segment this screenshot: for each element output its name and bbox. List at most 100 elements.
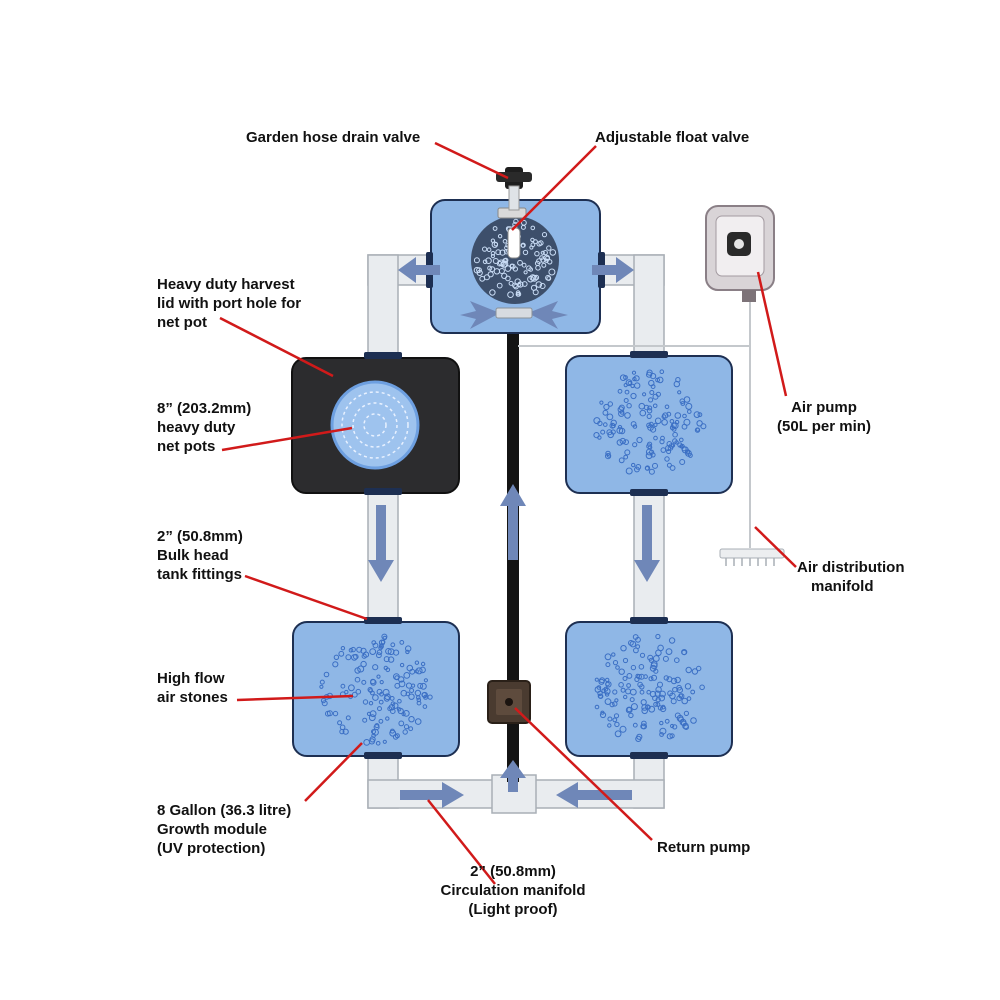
leader-net-pots bbox=[221, 426, 353, 452]
air-bubble bbox=[383, 656, 390, 663]
air-bubble bbox=[638, 664, 645, 670]
air-bubble bbox=[523, 270, 528, 275]
air-bubble bbox=[650, 384, 656, 390]
air-bubble bbox=[635, 735, 642, 743]
air-bubble bbox=[642, 392, 647, 397]
air-bubble bbox=[397, 698, 402, 704]
arrow-reservoir-right bbox=[528, 301, 568, 329]
air-bubble bbox=[353, 653, 359, 660]
air-bubble bbox=[664, 718, 670, 724]
air-line bbox=[518, 290, 751, 548]
air-bubble bbox=[697, 412, 703, 418]
air-bubble bbox=[605, 662, 611, 668]
air-bubble bbox=[473, 257, 480, 264]
air-bubble bbox=[600, 429, 606, 435]
air-bubble bbox=[652, 462, 658, 469]
air-bubble bbox=[416, 697, 422, 703]
label-circulation-line-3: (Light proof) bbox=[468, 901, 558, 918]
leader-air-pump bbox=[756, 271, 788, 397]
air-bubble bbox=[665, 648, 673, 655]
label-air-pump: Air pump (50L per min) bbox=[769, 398, 879, 436]
air-bubble bbox=[379, 680, 384, 685]
air-bubble bbox=[533, 274, 540, 281]
air-bubble bbox=[690, 689, 696, 695]
air-bubble bbox=[686, 696, 692, 701]
air-bubble bbox=[369, 710, 377, 718]
air-bubble bbox=[696, 420, 703, 427]
leader-air-manifold bbox=[754, 526, 797, 568]
air-bubble bbox=[594, 704, 600, 710]
air-bubble bbox=[622, 657, 629, 664]
air-bubble bbox=[375, 741, 381, 746]
air-bubble bbox=[368, 714, 376, 722]
air-bubble bbox=[520, 242, 526, 248]
air-bubble bbox=[504, 265, 512, 272]
air-bubble bbox=[612, 689, 618, 695]
pipe-top-left-vertical bbox=[367, 254, 399, 366]
air-bubble bbox=[419, 666, 426, 674]
label-air-manifold-line-2: manifold bbox=[811, 578, 874, 595]
arrow-down-left bbox=[368, 505, 394, 582]
air-distribution-manifold bbox=[719, 548, 785, 566]
air-bubble bbox=[625, 467, 633, 475]
air-bubble bbox=[545, 255, 550, 261]
air-bubble bbox=[662, 412, 669, 419]
air-bubble bbox=[408, 716, 415, 723]
air-bubble bbox=[614, 730, 622, 738]
leader-air-stones bbox=[236, 694, 354, 702]
air-bubble bbox=[512, 266, 519, 272]
air-bubble bbox=[351, 654, 358, 661]
air-bubble bbox=[624, 412, 631, 419]
air-bubble bbox=[655, 633, 661, 640]
air-bubble bbox=[371, 640, 377, 645]
air-bubble bbox=[408, 693, 415, 700]
air-bubble bbox=[604, 692, 610, 697]
air-bubble bbox=[639, 409, 647, 417]
air-bubble bbox=[376, 652, 382, 659]
air-bubble bbox=[617, 388, 623, 394]
label-bulk-head-line-3: tank fittings bbox=[157, 566, 242, 583]
air-bubble bbox=[632, 722, 638, 728]
air-bubble bbox=[532, 289, 539, 296]
air-bubble bbox=[373, 724, 380, 731]
air-bubble bbox=[387, 656, 395, 663]
air-bubble bbox=[323, 671, 330, 678]
air-bubble bbox=[646, 443, 652, 450]
air-bubble bbox=[522, 249, 529, 256]
air-bubble bbox=[414, 689, 422, 697]
air-bubble bbox=[616, 439, 623, 446]
air-bubble bbox=[490, 251, 496, 256]
air-bubble bbox=[649, 390, 655, 395]
air-bubble bbox=[643, 674, 648, 679]
air-bubble bbox=[541, 232, 548, 238]
air-bubble bbox=[623, 454, 629, 460]
air-bubble bbox=[670, 677, 678, 685]
air-bubble bbox=[546, 245, 552, 251]
air-bubble bbox=[629, 697, 635, 703]
air-bubble bbox=[607, 401, 613, 407]
air-bubble bbox=[340, 683, 346, 689]
air-bubble bbox=[646, 369, 653, 376]
air-bubble bbox=[650, 373, 657, 380]
air-bubble bbox=[679, 398, 686, 405]
air-bubble bbox=[631, 370, 637, 375]
air-bubble bbox=[626, 683, 631, 688]
air-bubble bbox=[631, 462, 636, 468]
air-bubble bbox=[401, 712, 406, 717]
air-bubble bbox=[617, 406, 625, 413]
air-bubble bbox=[405, 645, 412, 652]
air-bubble bbox=[394, 675, 400, 681]
air-bubble bbox=[598, 678, 605, 685]
air-bubble bbox=[659, 720, 664, 726]
air-bubble bbox=[661, 414, 667, 420]
air-bubble bbox=[508, 280, 514, 286]
label-bulk-head-line-2: Bulk head bbox=[157, 547, 229, 564]
air-bubble bbox=[626, 403, 632, 409]
air-bubble bbox=[654, 690, 661, 697]
air-bubble bbox=[677, 390, 682, 395]
air-bubble bbox=[497, 234, 503, 239]
air-bubble bbox=[633, 375, 640, 382]
air-bubble bbox=[664, 456, 670, 462]
air-bubble bbox=[332, 710, 339, 717]
air-bubble bbox=[485, 257, 492, 265]
